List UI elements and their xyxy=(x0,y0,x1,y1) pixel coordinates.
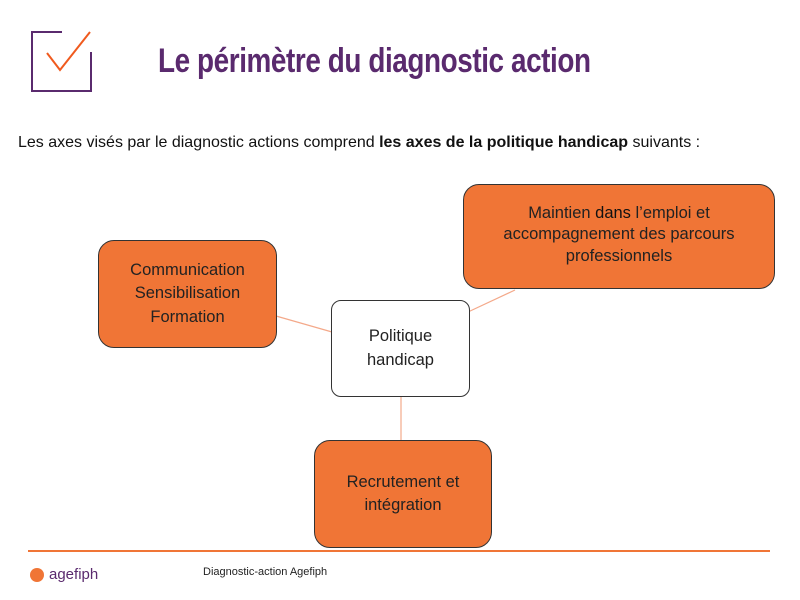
checkbox-icon xyxy=(31,31,92,92)
footer-divider xyxy=(28,550,770,552)
logo-icon xyxy=(30,567,44,582)
page-title: Le périmètre du diagnostic action xyxy=(158,42,591,80)
agefiph-logo: agefiph xyxy=(30,566,98,583)
node-maintien: Maintien dans l’emploi et accompagnement… xyxy=(463,184,775,289)
intro-text: Les axes visés par le diagnostic actions… xyxy=(18,134,701,151)
footer-text: Diagnostic-action Agefiph xyxy=(203,566,328,578)
